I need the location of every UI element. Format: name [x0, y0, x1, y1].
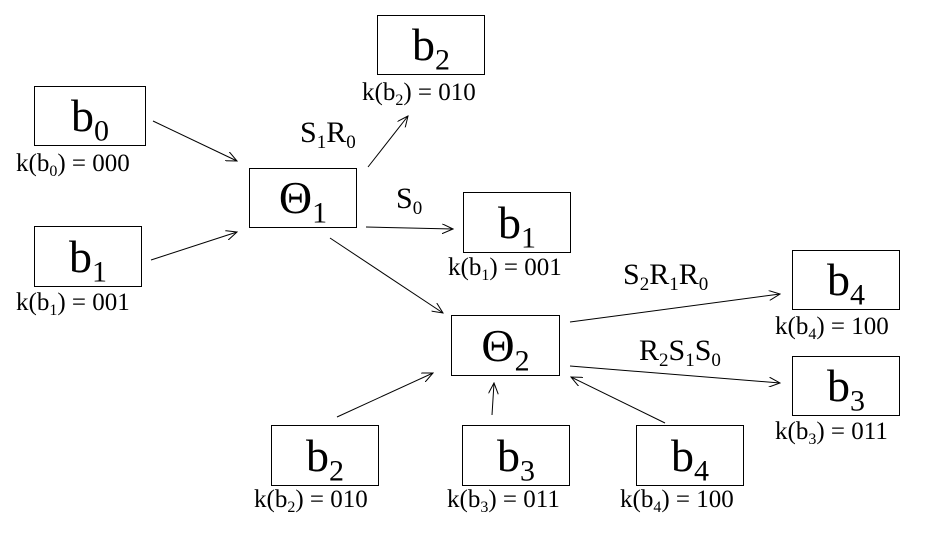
edge-b1-to-theta1 [150, 232, 237, 261]
node-b2-bottom: b2 [271, 425, 379, 486]
caption-b2-bottom: k(b2) = 010 [254, 486, 368, 516]
edge-theta1-to-b1 [365, 227, 453, 229]
node-b3-bottom: b3 [462, 425, 570, 486]
caption-b4-right: k(b4) = 100 [775, 313, 889, 343]
edge-label-s2r1r0: S2R1R0 [623, 258, 709, 296]
node-theta1: Θ1 [249, 168, 357, 228]
edge-label-s0: S0 [396, 182, 423, 220]
edge-b0-to-theta1 [152, 120, 237, 161]
edge-theta1-to-theta2 [329, 237, 443, 313]
edge-label-s1r0: S1R0 [300, 116, 356, 154]
edge-theta2-to-b3 [569, 365, 780, 383]
node-b4-right: b4 [792, 250, 900, 310]
node-b1-mid: b1 [463, 192, 571, 253]
edge-b2-to-theta2 [336, 373, 433, 418]
caption-b3-right: k(b3) = 011 [775, 418, 888, 448]
caption-b1-mid: k(b1) = 001 [448, 254, 562, 284]
node-theta2: Θ2 [451, 315, 560, 376]
caption-b1-left: k(b1) = 001 [16, 289, 130, 319]
node-b1-left: b1 [34, 226, 142, 287]
edge-b3-to-theta2 [492, 383, 494, 416]
node-b4-bottom: b4 [636, 425, 744, 486]
caption-b0: k(b0) = 000 [16, 150, 130, 180]
caption-b2-top: k(b2) = 010 [362, 79, 476, 109]
caption-b4-bottom: k(b4) = 100 [620, 486, 734, 516]
edge-label-r2s1s0: R2S1S0 [639, 334, 721, 372]
node-b2-top: b2 [377, 15, 485, 75]
edge-theta1-to-b2 [367, 116, 408, 168]
edge-theta2-to-b4 [569, 294, 780, 323]
node-b3-right: b3 [792, 356, 900, 416]
node-b0: b0 [34, 86, 146, 146]
caption-b3-bottom: k(b3) = 011 [447, 486, 560, 516]
edge-b4-to-theta2 [571, 377, 666, 424]
